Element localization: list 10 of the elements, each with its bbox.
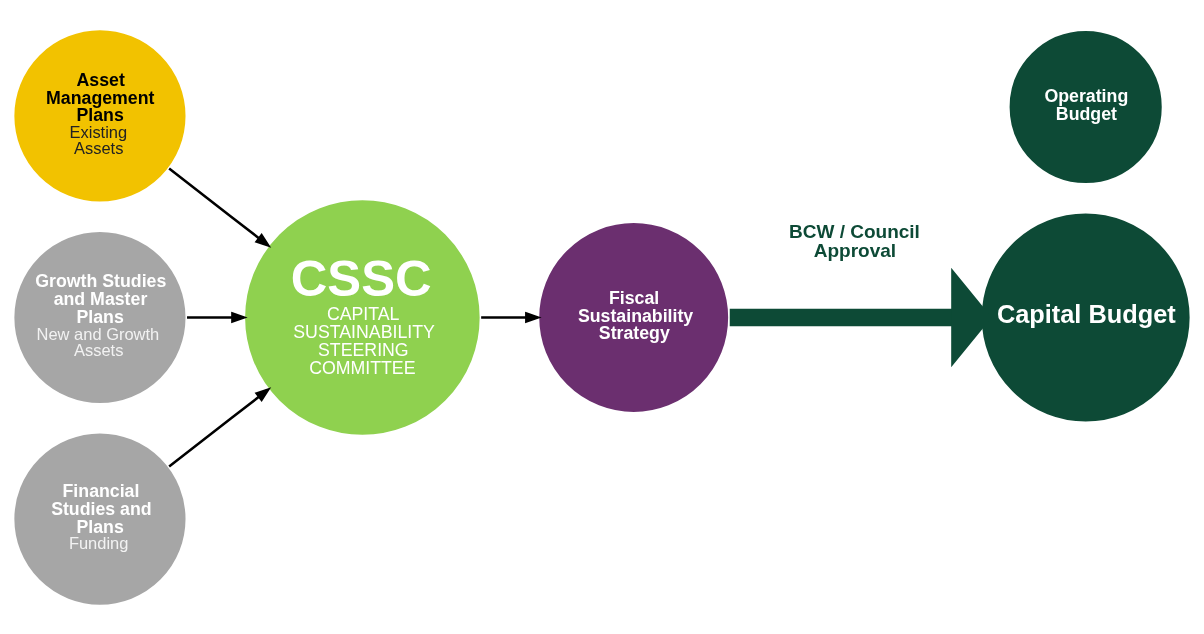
node-circle: Fiscal Sustainability Strategy	[536, 220, 731, 414]
node-circle: Asset Management Plans Existing Assets	[11, 27, 189, 204]
arrow	[168, 167, 272, 248]
arrow	[187, 311, 248, 323]
edge-label: BCW / Council Approval	[789, 220, 920, 261]
node-circle: Financial Studies and Plans Funding	[11, 430, 189, 607]
node-circle: CSSC CAPITAL SUSTAINABILITY STEERING COMMITTEE	[242, 197, 483, 437]
arrow	[168, 386, 272, 467]
node-circle: Capital Budget	[979, 210, 1193, 424]
arrow	[481, 311, 542, 323]
